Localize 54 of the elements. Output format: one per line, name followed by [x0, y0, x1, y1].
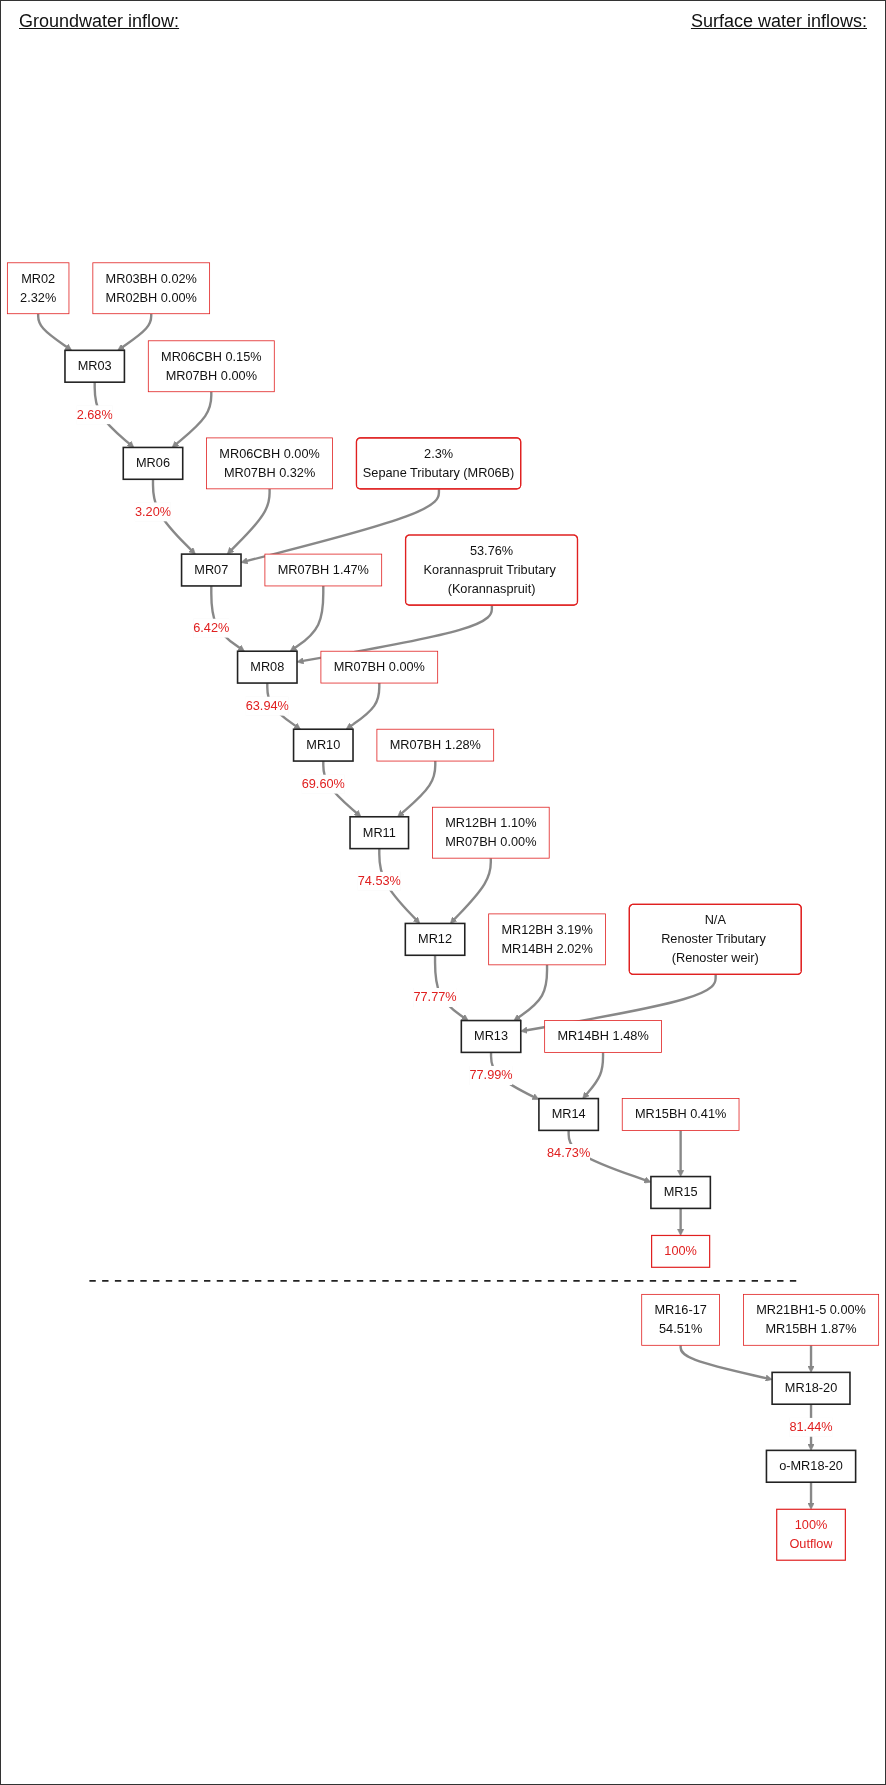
node-box: MR13	[460, 1019, 522, 1054]
edge-label: 6.42%	[193, 620, 230, 635]
arrow	[450, 858, 492, 924]
node-box: MR06CBH 0.15% MR07BH 0.00%	[147, 340, 275, 393]
node-box: MR15BH 0.41%	[621, 1098, 740, 1131]
node-box: MR12BH 3.19% MR14BH 2.02%	[488, 913, 606, 966]
edge-label: 77.99%	[469, 1068, 513, 1082]
node-box: MR12	[404, 922, 466, 957]
arrow	[513, 964, 549, 1021]
node-box: MR08	[236, 650, 298, 684]
node-box: MR02 2.32%	[6, 262, 70, 315]
arrow	[36, 313, 72, 351]
node-box: MR12BH 1.10% MR07BH 0.00%	[432, 806, 550, 859]
node-box: MR14	[538, 1097, 600, 1132]
column-heading: Surface water inflows:	[690, 11, 867, 32]
node-box: MR07	[180, 553, 242, 587]
arrow	[226, 488, 271, 555]
edge-label: 63.94%	[245, 698, 289, 713]
node-box: MR14BH 1.48%	[544, 1020, 662, 1053]
arrow	[807, 1482, 815, 1510]
node-box: MR07BH 1.28%	[376, 728, 495, 762]
arrow	[117, 313, 153, 351]
edge-label: 2.68%	[76, 407, 113, 422]
node-box: MR03	[64, 349, 126, 383]
node-box: MR21BH1-5 0.00% MR15BH 1.87%	[743, 1293, 880, 1346]
node-box: 100%	[651, 1234, 711, 1268]
node-box: MR07BH 1.47%	[264, 553, 383, 587]
arrow	[289, 585, 325, 652]
node-box: MR10	[292, 728, 354, 762]
edge-label: 77.77%	[413, 990, 457, 1004]
edge-label: 84.73%	[547, 1146, 591, 1160]
arrow	[677, 1130, 685, 1177]
arrow	[677, 1208, 685, 1236]
arrow	[679, 1345, 773, 1382]
edge-label: 69.60%	[301, 776, 345, 791]
node-box: 100% Outflow	[776, 1508, 846, 1561]
edge-label: 81.44%	[789, 1420, 833, 1434]
edge-label: 3.20%	[134, 504, 172, 519]
node-box: MR16-17 54.51%	[641, 1293, 720, 1346]
node-box: MR03BH 0.02% MR02BH 0.00%	[92, 262, 210, 315]
arrow	[397, 761, 437, 818]
node-box: MR11	[349, 816, 410, 850]
node-box: MR07BH 0.00%	[320, 650, 439, 684]
arrow	[171, 391, 213, 448]
arrow	[345, 683, 381, 730]
arrow	[582, 1052, 605, 1099]
node-box: MR18-20	[771, 1371, 851, 1405]
edge-label: 74.53%	[357, 874, 401, 888]
column-heading: Groundwater inflow:	[19, 11, 180, 32]
node-box: MR15	[650, 1175, 712, 1210]
node-box: o-MR18-20	[765, 1449, 857, 1483]
node-box: MR06	[122, 446, 184, 481]
node-box: MR06CBH 0.00% MR07BH 0.32%	[206, 437, 333, 490]
arrow	[807, 1345, 815, 1373]
